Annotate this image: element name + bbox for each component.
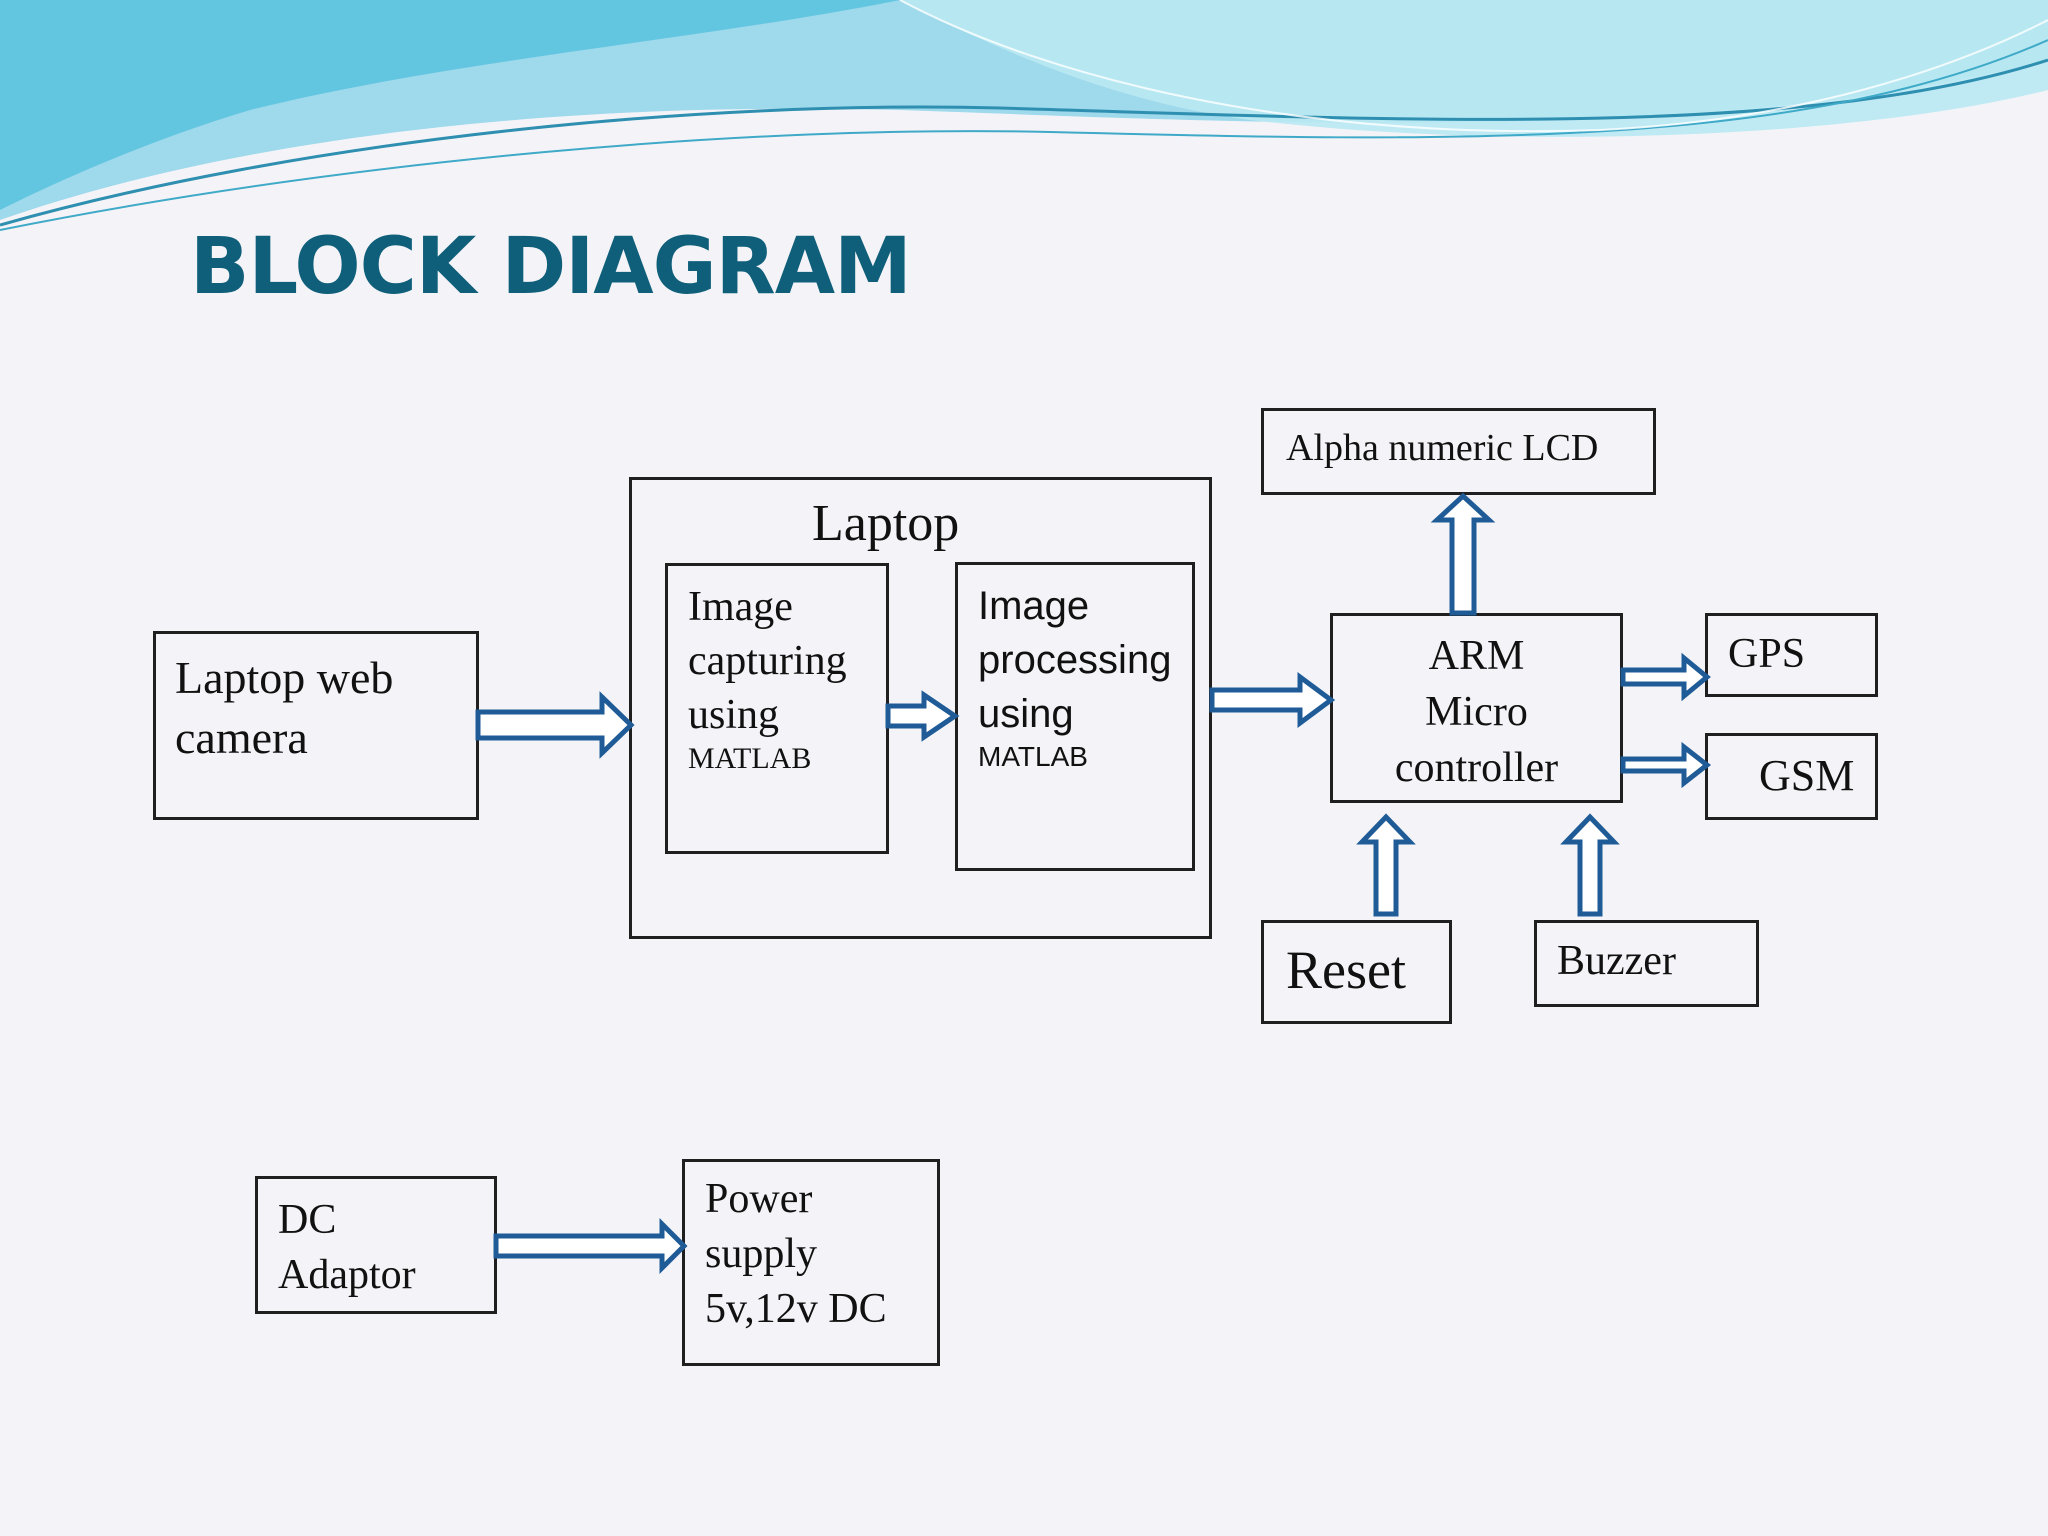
- webcam-label: Laptop web camera: [175, 652, 394, 763]
- arm-controller-block: ARM Micro controller: [1330, 613, 1623, 803]
- gsm-label: GSM: [1759, 751, 1855, 800]
- gsm-block: GSM: [1705, 733, 1878, 820]
- wave-header: [0, 0, 2048, 231]
- page-title: BLOCK DIAGRAM: [190, 222, 912, 312]
- arm-controller-label: ARM Micro controller: [1394, 633, 1559, 791]
- webcam-block: Laptop web camera: [153, 631, 479, 820]
- arrow-arm-to-lcd: [1430, 492, 1496, 616]
- arrow-arm-to-gsm: [1620, 741, 1712, 789]
- wave-line-1: [0, 58, 2048, 227]
- arrow-dc-to-power: [493, 1217, 688, 1275]
- wave-line-2: [0, 39, 2048, 231]
- arrow-buzzer-to-arm: [1560, 813, 1620, 917]
- laptop-label: Laptop: [812, 495, 960, 552]
- lcd-label: Alpha numeric LCD: [1286, 427, 1599, 469]
- buzzer-label: Buzzer: [1557, 938, 1676, 984]
- reset-label: Reset: [1286, 940, 1406, 1000]
- wave-line-3: [899, 0, 2048, 133]
- reset-block: Reset: [1261, 920, 1452, 1024]
- image-processing-label: Image processing using: [978, 584, 1172, 736]
- arrow-laptop-to-arm: [1209, 672, 1336, 728]
- image-capture-matlab: MATLAB: [688, 742, 812, 775]
- gps-label: GPS: [1728, 631, 1806, 677]
- wave-band-right: [900, 0, 2048, 137]
- image-capture-block: Image capturing using MATLAB: [665, 563, 889, 854]
- image-processing-block: Image processing using MATLAB: [955, 562, 1195, 871]
- power-supply-label: Power supply 5v,12v DC: [705, 1176, 887, 1332]
- arrow-arm-to-gps: [1620, 652, 1711, 702]
- dc-adaptor-label: DC Adaptor: [278, 1197, 416, 1298]
- buzzer-block: Buzzer: [1534, 920, 1759, 1007]
- lcd-block: Alpha numeric LCD: [1261, 408, 1656, 495]
- image-processing-matlab: MATLAB: [978, 741, 1088, 772]
- dc-adaptor-block: DC Adaptor: [255, 1176, 497, 1314]
- image-capture-label: Image capturing using: [688, 584, 847, 738]
- gps-block: GPS: [1705, 613, 1878, 697]
- arrow-webcam-to-laptop: [475, 691, 635, 759]
- power-supply-block: Power supply 5v,12v DC: [682, 1159, 940, 1366]
- arrow-reset-to-arm: [1356, 813, 1416, 917]
- wave-band-mid: [0, 0, 900, 210]
